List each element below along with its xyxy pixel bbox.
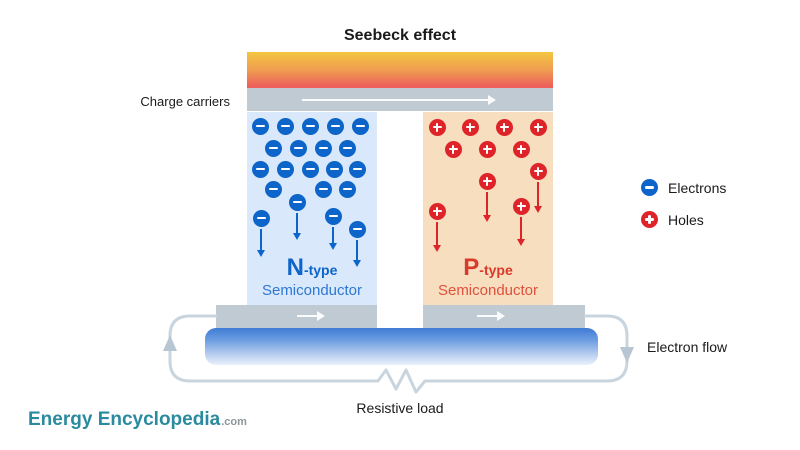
resistive-load-label: Resistive load bbox=[356, 400, 444, 416]
n-suffix: -type bbox=[303, 262, 338, 279]
left-electrode-plate bbox=[216, 305, 377, 328]
hole-icon bbox=[444, 140, 462, 158]
top-conductor-plate bbox=[247, 88, 553, 111]
p-type-label: P-type Semiconductor bbox=[423, 254, 553, 299]
electron-icon bbox=[251, 117, 269, 135]
p-suffix: -type bbox=[479, 262, 513, 279]
diagram-title: Seebeck effect bbox=[343, 27, 457, 44]
electron-arrow-icon bbox=[292, 213, 301, 240]
logo-tld: .com bbox=[221, 416, 247, 428]
electron-icon bbox=[348, 220, 366, 238]
electron-icon bbox=[351, 117, 369, 135]
hole-icon bbox=[461, 118, 479, 136]
wire-arrow-up-icon bbox=[163, 335, 177, 351]
legend-electrons-label: Electrons bbox=[668, 179, 727, 196]
electron-icon bbox=[348, 160, 366, 178]
wire-arrow-down-icon bbox=[620, 347, 634, 363]
electron-icon bbox=[338, 180, 356, 198]
hole-icon bbox=[512, 197, 530, 215]
right-electrode-plate bbox=[423, 305, 585, 328]
charge-carriers-label: Charge carriers bbox=[140, 94, 230, 109]
p-letter: P bbox=[463, 254, 480, 282]
hole-arrow-icon bbox=[516, 217, 525, 246]
right-arrow-icon bbox=[297, 311, 325, 321]
n-type-semiconductor: N-type Semiconductor bbox=[247, 112, 377, 305]
hole-icon bbox=[428, 202, 446, 220]
electron-icon bbox=[314, 139, 332, 157]
electron-icon bbox=[641, 179, 658, 196]
hot-plate bbox=[247, 52, 553, 88]
electron-icon bbox=[251, 160, 269, 178]
electron-icon bbox=[252, 209, 270, 227]
n-material-label: Semiconductor bbox=[261, 281, 363, 299]
right-arrow-icon bbox=[477, 311, 505, 321]
electron-icon bbox=[325, 160, 343, 178]
p-material-label: Semiconductor bbox=[437, 281, 539, 299]
hole-arrow-icon bbox=[432, 222, 441, 252]
electron-arrow-icon bbox=[256, 229, 265, 257]
electron-icon bbox=[276, 160, 294, 178]
hole-icon bbox=[495, 118, 513, 136]
electron-arrow-icon bbox=[328, 227, 337, 250]
electron-icon bbox=[338, 139, 356, 157]
hole-icon bbox=[512, 140, 530, 158]
electron-icon bbox=[314, 180, 332, 198]
electron-icon bbox=[264, 139, 282, 157]
cold-plate bbox=[205, 328, 598, 365]
hole-icon bbox=[478, 172, 496, 190]
legend-item-holes: Holes bbox=[641, 211, 726, 228]
hole-icon bbox=[428, 118, 446, 136]
electron-icon bbox=[288, 193, 306, 211]
hole-icon bbox=[529, 118, 547, 136]
electron-icon bbox=[301, 117, 319, 135]
hole-icon bbox=[478, 140, 496, 158]
electron-arrow-icon bbox=[352, 240, 361, 267]
hole-arrow-icon bbox=[482, 192, 491, 222]
hole-icon bbox=[529, 162, 547, 180]
logo-name: Energy Encyclopedia bbox=[28, 409, 221, 430]
electron-icon bbox=[326, 117, 344, 135]
electron-flow-label: Electron flow bbox=[647, 339, 728, 355]
electron-icon bbox=[264, 180, 282, 198]
right-arrow-icon bbox=[302, 95, 496, 105]
n-type-label: N-type Semiconductor bbox=[247, 254, 377, 299]
hole-arrow-icon bbox=[533, 182, 542, 213]
legend-item-electrons: Electrons bbox=[641, 179, 726, 196]
electron-icon bbox=[301, 160, 319, 178]
hole-icon bbox=[641, 211, 658, 228]
legend: Electrons Holes bbox=[641, 179, 726, 228]
logo: Energy Encyclopedia .com bbox=[28, 409, 247, 431]
electron-icon bbox=[276, 117, 294, 135]
n-letter: N bbox=[286, 254, 304, 282]
electron-icon bbox=[289, 139, 307, 157]
legend-holes-label: Holes bbox=[668, 211, 704, 228]
electron-icon bbox=[324, 207, 342, 225]
